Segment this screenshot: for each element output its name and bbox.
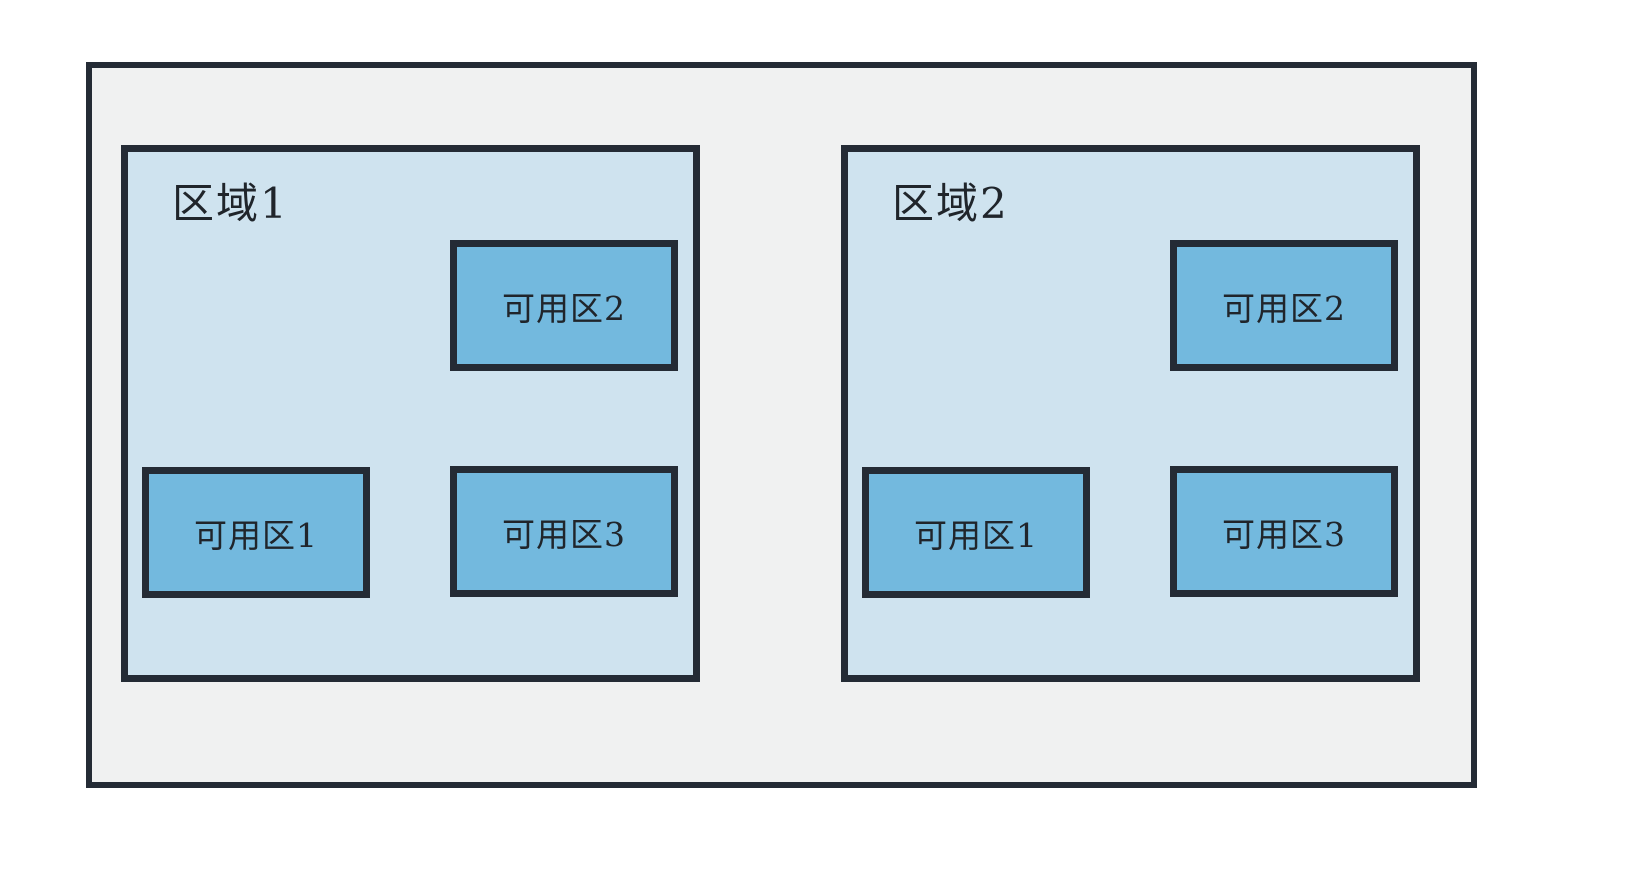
region-2-zone-az1: 可用区1: [862, 467, 1090, 598]
region-2-panel: 区域2: [841, 145, 1420, 682]
region-1-zone-az1: 可用区1: [142, 467, 370, 598]
region-1-label: 区域1: [172, 179, 289, 228]
region-2-zone-az2: 可用区2: [1170, 240, 1398, 371]
region-1-zone-az2: 可用区2: [450, 240, 678, 371]
region-2-zone-az1-label: 可用区1: [914, 515, 1038, 555]
region-2-zone-az3: 可用区3: [1170, 466, 1398, 597]
region-1-panel: 区域1: [121, 145, 700, 682]
region-2-zone-az3-label: 可用区3: [1222, 514, 1346, 554]
region-2-label: 区域2: [892, 179, 1009, 228]
region-1-zone-az3: 可用区3: [450, 466, 678, 597]
region-1-zone-az2-label: 可用区2: [502, 288, 626, 328]
region-1-zone-az1-label: 可用区1: [194, 515, 318, 555]
region-1-zone-az3-label: 可用区3: [502, 514, 626, 554]
region-2-zone-az2-label: 可用区2: [1222, 288, 1346, 328]
